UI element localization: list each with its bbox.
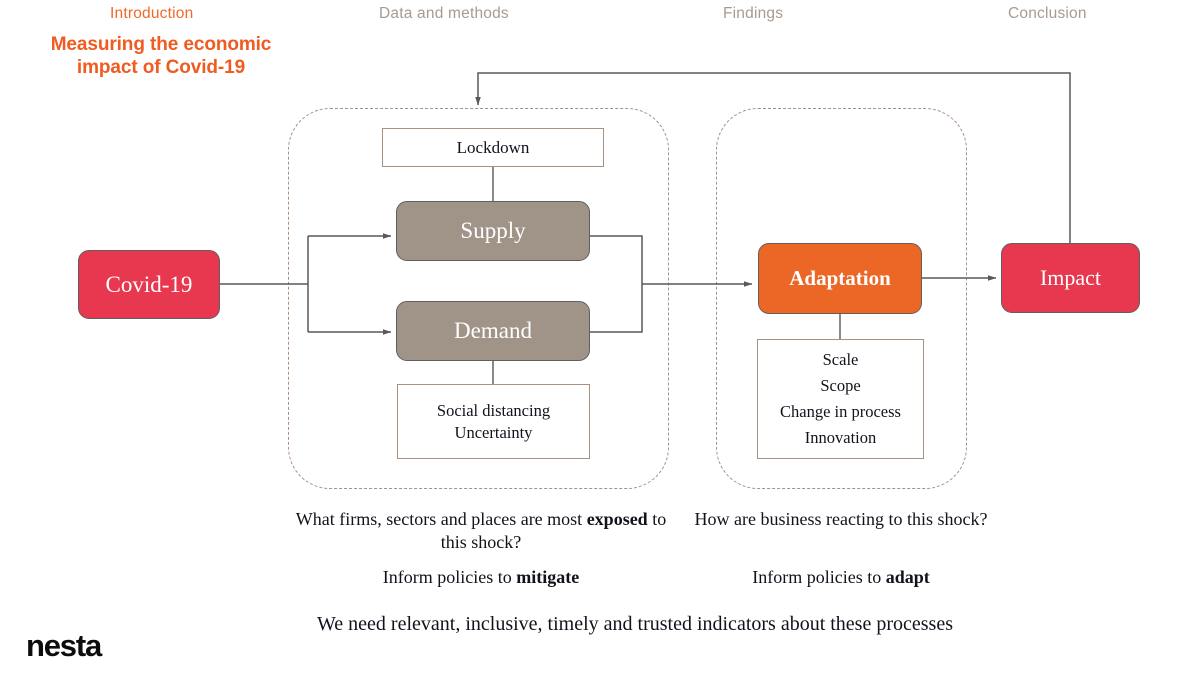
nav-item-introduction[interactable]: Introduction xyxy=(110,5,194,22)
caption-exposed-post: to this shock? xyxy=(440,509,667,552)
caption-reacting-text: How are business reacting to this shock? xyxy=(694,509,988,529)
node-covid-19[interactable]: Covid-19 xyxy=(78,250,220,319)
page-title: Measuring the economic impact of Covid-1… xyxy=(28,33,294,79)
page-title-line-1: Measuring the economic xyxy=(50,34,272,55)
caption-adapt-bold: adapt xyxy=(885,567,930,587)
caption-exposed-bold: exposed xyxy=(586,509,648,529)
node-impact[interactable]: Impact xyxy=(1001,243,1140,313)
caption-adapt-pre: Inform policies to xyxy=(752,567,886,587)
list-item: Innovation xyxy=(804,428,877,448)
node-social-distancing-uncertainty[interactable]: Social distancing Uncertainty xyxy=(397,384,590,459)
node-adaptation-dimensions[interactable]: Scale Scope Change in process Innovation xyxy=(757,339,924,459)
caption-indicators: We need relevant, inclusive, timely and … xyxy=(270,612,1000,637)
node-social-line-1: Social distancing xyxy=(436,400,551,420)
list-item: Change in process xyxy=(780,402,901,421)
list-item: Scope xyxy=(820,375,861,395)
nav-item-findings[interactable]: Findings xyxy=(723,5,784,22)
caption-reacting: How are business reacting to this shock? xyxy=(690,508,992,531)
caption-exposed: What firms, sectors and places are most … xyxy=(295,508,667,554)
node-demand[interactable]: Demand xyxy=(396,301,590,361)
nesta-logo: nesta xyxy=(26,628,102,663)
caption-mitigate-bold: mitigate xyxy=(516,567,580,587)
node-social-line-2: Uncertainty xyxy=(454,422,533,442)
node-supply[interactable]: Supply xyxy=(396,201,590,261)
caption-mitigate: Inform policies to mitigate xyxy=(295,566,667,589)
node-lockdown[interactable]: Lockdown xyxy=(382,128,604,167)
nav-item-conclusion[interactable]: Conclusion xyxy=(1008,5,1087,22)
nav-item-data-and-methods[interactable]: Data and methods xyxy=(379,5,509,22)
page-title-line-2: impact of Covid-19 xyxy=(76,57,246,79)
caption-mitigate-pre: Inform policies to xyxy=(382,567,517,587)
list-item: Scale xyxy=(822,349,859,369)
node-adaptation[interactable]: Adaptation xyxy=(758,243,922,314)
caption-exposed-pre: What firms, sectors and places are most xyxy=(295,509,587,529)
caption-adapt: Inform policies to adapt xyxy=(690,566,992,589)
caption-indicators-text: We need relevant, inclusive, timely and … xyxy=(317,613,953,635)
